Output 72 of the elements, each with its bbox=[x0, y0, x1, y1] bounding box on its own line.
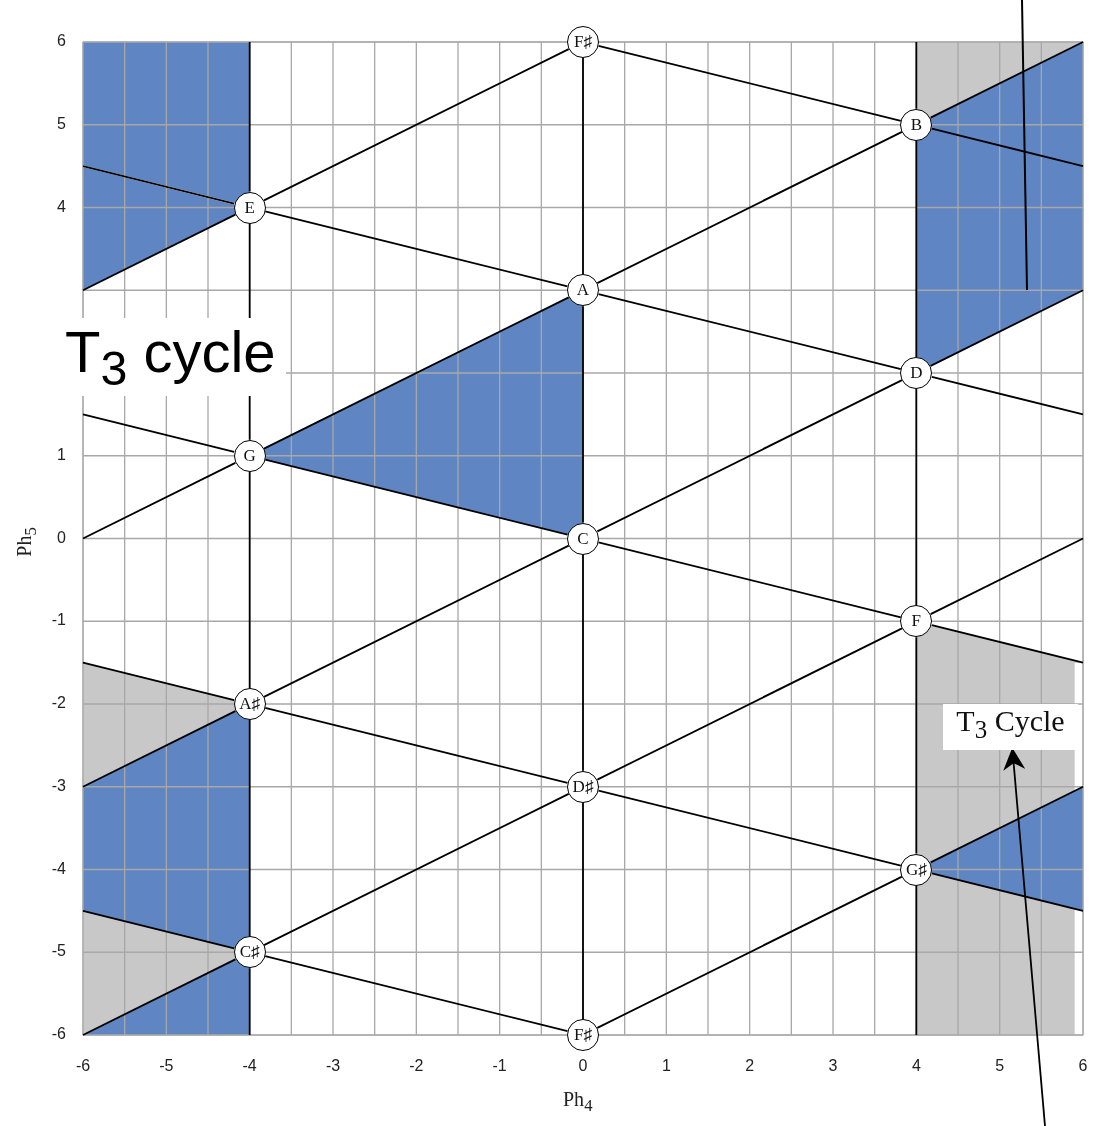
connector-line bbox=[915, 388, 918, 607]
connector-line bbox=[82, 213, 237, 292]
tick-label: -1 bbox=[491, 1057, 508, 1075]
tick-label: 0 bbox=[577, 1057, 589, 1075]
connector-line bbox=[582, 801, 584, 1020]
tick-label: 3 bbox=[827, 1057, 839, 1075]
connector-line bbox=[264, 458, 569, 536]
tick-label: 2 bbox=[744, 1057, 756, 1075]
tick-label: 4 bbox=[910, 1057, 922, 1075]
connector-line bbox=[82, 958, 237, 1036]
connector-line bbox=[915, 636, 918, 855]
tick-label: 0 bbox=[57, 528, 66, 547]
connector-line bbox=[596, 379, 903, 533]
connector-line bbox=[248, 967, 251, 1036]
connector-line bbox=[263, 48, 570, 202]
axis-title: Ph$_{4}$ bbox=[563, 1088, 593, 1116]
connector-line bbox=[597, 293, 902, 371]
tick-label: -3 bbox=[51, 776, 66, 795]
connector-line bbox=[248, 41, 251, 193]
connector-line bbox=[264, 706, 569, 784]
connector-line bbox=[248, 470, 251, 689]
connector-line bbox=[82, 165, 236, 205]
connector-line bbox=[915, 884, 918, 1036]
connector-line bbox=[263, 544, 570, 698]
connector-line bbox=[596, 627, 903, 781]
connector-line bbox=[82, 710, 237, 788]
connector-line bbox=[263, 296, 570, 450]
connector-line bbox=[929, 41, 1084, 119]
tick-label: -1 bbox=[51, 611, 66, 630]
tick-label: 1 bbox=[660, 1057, 672, 1075]
tick-label: -5 bbox=[158, 1057, 175, 1075]
tick-label: -6 bbox=[51, 1025, 66, 1043]
connector-line bbox=[597, 541, 902, 619]
connector-line bbox=[82, 461, 237, 540]
connector-line bbox=[930, 127, 1084, 168]
connector-line bbox=[930, 624, 1084, 664]
tick-label: -2 bbox=[51, 694, 66, 712]
tick-label: 5 bbox=[994, 1057, 1006, 1075]
connector-line bbox=[82, 910, 236, 950]
connector-line bbox=[930, 872, 1084, 912]
note-circle: F♯ bbox=[567, 26, 599, 58]
tick-label: -5 bbox=[51, 942, 66, 961]
connector-line bbox=[264, 955, 569, 1033]
connector-line bbox=[929, 785, 1084, 864]
connector-line bbox=[597, 789, 902, 867]
connector-line bbox=[82, 661, 236, 702]
connector-line bbox=[915, 139, 918, 358]
tick-label: -6 bbox=[74, 1057, 92, 1075]
tick-label: 6 bbox=[1077, 1057, 1089, 1075]
tick-label: -4 bbox=[241, 1057, 258, 1075]
connector-line bbox=[82, 413, 236, 453]
connector-line bbox=[930, 375, 1084, 416]
connector-line bbox=[582, 553, 584, 772]
callout-label: T$_{3}$ Cycle bbox=[943, 704, 1078, 750]
connector-line bbox=[929, 289, 1084, 367]
tick-label: -4 bbox=[51, 859, 66, 878]
connector-line bbox=[263, 792, 570, 947]
connector-line bbox=[264, 210, 569, 288]
connector-line bbox=[582, 305, 584, 524]
connector-line bbox=[915, 41, 918, 110]
connector-line bbox=[596, 875, 903, 1029]
tick-label: 5 bbox=[57, 114, 66, 133]
tick-label: 1 bbox=[57, 445, 66, 464]
tick-label: -2 bbox=[408, 1057, 425, 1075]
connector-line bbox=[929, 537, 1084, 616]
connector-line bbox=[596, 130, 903, 285]
connector-line bbox=[597, 44, 902, 122]
connector-line bbox=[248, 719, 251, 938]
tick-label: 6 bbox=[57, 32, 66, 50]
tick-label: -3 bbox=[324, 1057, 342, 1075]
connector-line bbox=[582, 57, 584, 276]
tick-label: 4 bbox=[57, 197, 66, 216]
